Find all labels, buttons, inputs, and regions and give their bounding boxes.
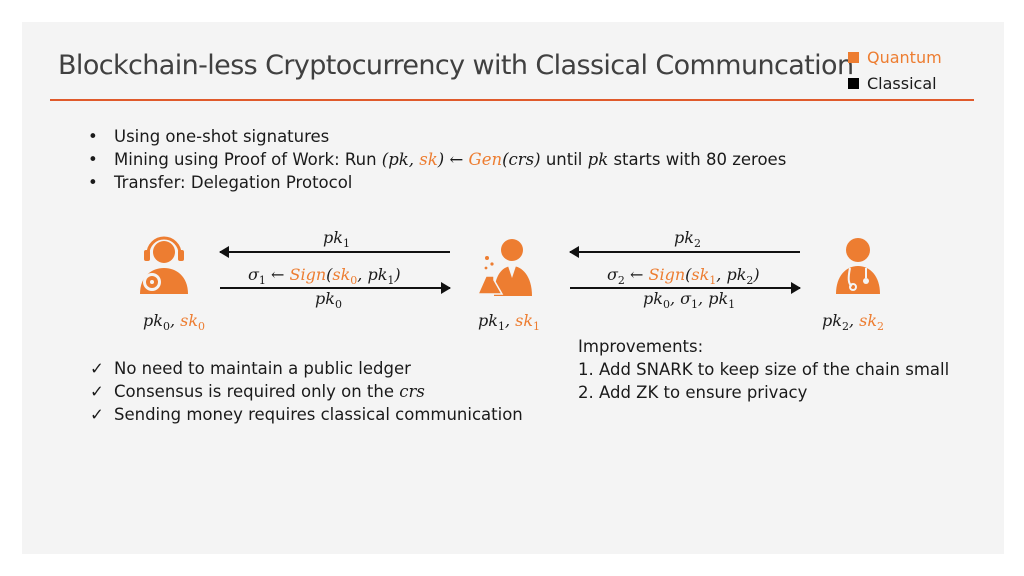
check-item-1: ✓No need to maintain a public ledger bbox=[90, 359, 411, 378]
legend-quantum: Quantum bbox=[848, 44, 942, 70]
legend-quantum-label: Quantum bbox=[867, 47, 942, 67]
bullet-1: •Using one-shot signatures bbox=[88, 127, 330, 146]
dj-user-icon bbox=[140, 236, 188, 294]
bullet-2-mid: until bbox=[540, 150, 588, 169]
label-sigma1: σ1 ← Sign(sk0, pk1) bbox=[248, 265, 401, 288]
improvement-1: 1. Add SNARK to keep size of the chain s… bbox=[578, 360, 950, 379]
legend-classical-label: Classical bbox=[867, 73, 937, 93]
classical-swatch bbox=[848, 77, 859, 89]
math-crs: crs bbox=[508, 150, 535, 169]
math-pk-2: pk bbox=[587, 150, 609, 169]
legend-classical: Classical bbox=[848, 70, 942, 96]
user1-keys: pk1, sk1 bbox=[478, 311, 541, 334]
user0-keys: pk0, sk0 bbox=[143, 311, 206, 334]
check-icon: ✓ bbox=[90, 405, 104, 424]
slide-title: Blockchain-less Cryptocurrency with Clas… bbox=[58, 50, 854, 81]
doctor-user-icon bbox=[836, 238, 880, 294]
arrow-pk1-to-user0 bbox=[219, 246, 450, 258]
quantum-swatch bbox=[848, 51, 859, 63]
arrow-sig2-to-user2 bbox=[570, 282, 801, 294]
improvements-heading: Improvements: bbox=[578, 337, 704, 356]
bullet-2-text: Mining using Proof of Work: Run bbox=[114, 150, 382, 169]
check-icon: ✓ bbox=[90, 359, 104, 378]
bullet-2-post: starts with 80 zeroes bbox=[608, 150, 787, 169]
bullet-3: •Transfer: Delegation Protocol bbox=[88, 173, 353, 192]
check-item-3: ✓Sending money requires classical commun… bbox=[90, 405, 523, 424]
check-icon: ✓ bbox=[90, 382, 104, 401]
improvement-2: 2. Add ZK to ensure privacy bbox=[578, 383, 808, 402]
title-underline bbox=[50, 99, 974, 101]
arrow-pk2-to-user1 bbox=[569, 246, 800, 258]
math-sk: sk bbox=[419, 150, 438, 169]
check-item-2: ✓Consensus is required only on the crs bbox=[90, 382, 425, 401]
label-pk0-sigma1-pk1: pk0, σ1, pk1 bbox=[643, 289, 736, 312]
legend: Quantum Classical bbox=[848, 44, 942, 96]
label-pk2: pk2 bbox=[674, 228, 701, 251]
label-pk0: pk0 bbox=[315, 289, 342, 312]
math-gen: Gen bbox=[468, 150, 503, 169]
label-sigma2: σ2 ← Sign(sk1, pk2) bbox=[607, 265, 760, 288]
bullet-3-text: Transfer: Delegation Protocol bbox=[114, 173, 353, 192]
math-pk: pk bbox=[388, 150, 409, 169]
user2-keys: pk2, sk2 bbox=[822, 311, 885, 334]
arrow-sig1-to-user1 bbox=[220, 282, 451, 294]
scientist-user-icon bbox=[478, 239, 532, 296]
bullet-1-text: Using one-shot signatures bbox=[114, 127, 330, 146]
bullet-2: •Mining using Proof of Work: Run (pk, sk… bbox=[88, 150, 787, 169]
label-pk1: pk1 bbox=[323, 228, 350, 251]
